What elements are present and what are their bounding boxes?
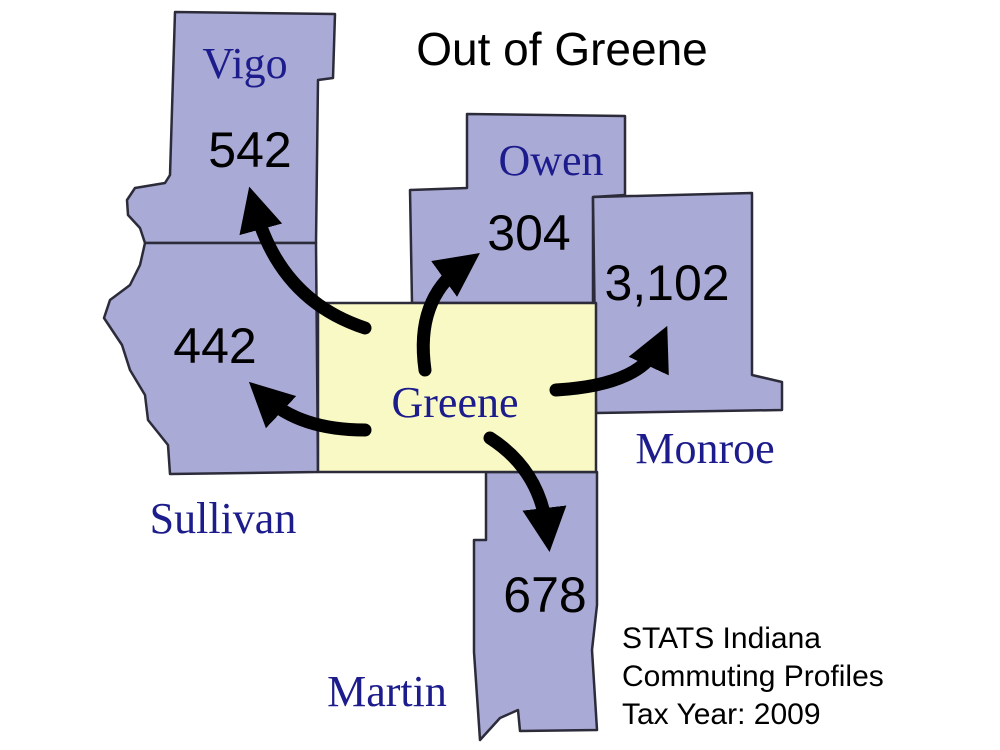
county-name-owen: Owen [498,136,603,185]
arrow-to-sullivan [248,381,372,437]
commuter-count-owen: 304 [487,205,570,261]
county-name-vigo: Vigo [202,39,287,88]
county-name-martin: Martin [327,667,447,716]
commuter-count-vigo: 542 [208,122,291,178]
source-line-1: STATS Indiana [622,622,821,655]
arrow-to-monroe [549,325,669,397]
county-name-sullivan: Sullivan [150,494,297,543]
arrow-to-vigo [239,186,372,335]
commuter-count-martin: 678 [503,567,586,623]
arrow-to-martin [483,431,567,552]
county-greene [316,301,598,474]
county-name-monroe: Monroe [635,424,774,473]
map-title: Out of Greene [416,23,708,75]
commuter-count-sullivan: 442 [173,318,256,374]
county-name-greene: Greene [391,378,518,427]
source-line-2: Commuting Profiles [622,660,884,693]
source-line-3: Tax Year: 2009 [622,698,821,731]
county-vigo [125,10,337,245]
commuter-count-monroe: 3,102 [604,255,729,311]
arrow-to-owen [416,253,480,377]
